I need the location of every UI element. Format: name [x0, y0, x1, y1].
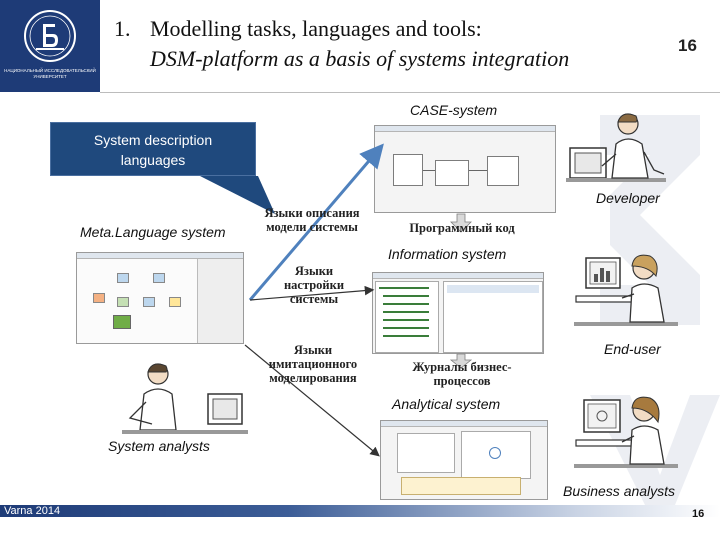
- system-analyst-person-icon: [122, 363, 248, 434]
- page-number-bottom: 16: [692, 508, 705, 520]
- arrow-to-analytical-system: [244, 344, 380, 457]
- arrow-to-information-system: [249, 285, 375, 301]
- university-emblem-icon: [24, 10, 76, 62]
- case-system-screenshot: [374, 125, 556, 213]
- end-user-person-icon: [574, 254, 678, 326]
- down-arrow-program-code: [450, 213, 472, 233]
- system-description-callout: System description languages: [50, 122, 256, 176]
- label-business-analysts: Business analysts: [563, 483, 676, 499]
- down-arrow-process-logs: [449, 353, 473, 369]
- slide-title: 1.Modelling tasks, languages and tools: …: [114, 14, 654, 74]
- label-configuration-languages: Языки настройки системы: [283, 264, 345, 306]
- logo-caption: НАЦИОНАЛЬНЫЙ ИССЛЕДОВАТЕЛЬСКИЙ УНИВЕРСИТ…: [4, 68, 96, 79]
- label-description-languages: Языки описания модели системы: [264, 206, 360, 234]
- label-case-system: CASE-system: [410, 102, 498, 118]
- callout-line-2: languages: [120, 152, 186, 168]
- callout-line-1: System description: [93, 132, 213, 148]
- information-system-screenshot: [372, 272, 544, 354]
- label-simulation-languages: Языки имитационного моделирования: [268, 343, 358, 385]
- footer-label: Varna 2014: [4, 505, 61, 517]
- meta-language-screenshot: [76, 252, 244, 344]
- logo-panel: НАЦИОНАЛЬНЫЙ ИССЛЕДОВАТЕЛЬСКИЙ УНИВЕРСИТ…: [0, 0, 100, 92]
- business-analyst-person-icon: [574, 396, 678, 468]
- header-divider: [100, 92, 720, 93]
- analytical-system-screenshot: [380, 420, 548, 500]
- title-number: 1.: [114, 16, 131, 41]
- page-number-top: 16: [678, 36, 697, 55]
- label-developer: Developer: [596, 190, 660, 206]
- background-watermark: [590, 115, 720, 505]
- label-meta-language-system: Meta.Language system: [80, 224, 226, 240]
- footer-bar: [0, 505, 720, 517]
- title-line-1: Modelling tasks, languages and tools:: [150, 16, 482, 41]
- label-information-system: Information system: [388, 246, 507, 262]
- label-analytical-system: Analytical system: [392, 396, 501, 412]
- arrow-to-case-system: [248, 143, 384, 301]
- label-end-user: End-user: [604, 341, 661, 357]
- label-process-logs: Журналы бизнес-процессов: [412, 360, 512, 388]
- label-system-analysts: System analysts: [108, 438, 210, 454]
- title-line-2: DSM-platform as a basis of systems integ…: [150, 46, 570, 71]
- slide-header: НАЦИОНАЛЬНЫЙ ИССЛЕДОВАТЕЛЬСКИЙ УНИВЕРСИТ…: [0, 0, 720, 92]
- label-program-code: Программный код: [409, 221, 515, 235]
- developer-person-icon: [566, 113, 666, 182]
- callout-pointer: [200, 176, 275, 214]
